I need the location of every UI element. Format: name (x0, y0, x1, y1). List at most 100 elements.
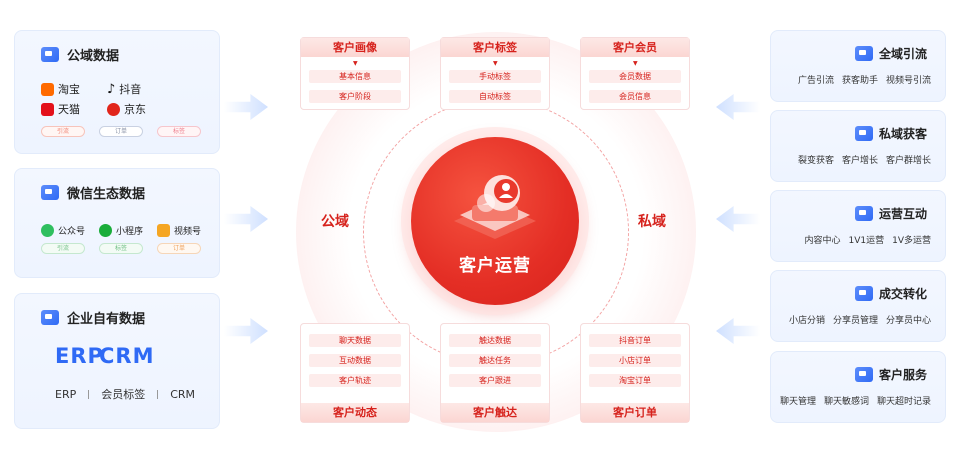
enterprise-item: 会员标签 (101, 388, 146, 401)
erp-logo: ERP (55, 344, 104, 368)
card-operation-interaction: 运营互动 内容中心 1V1运营 1V多运营 (770, 190, 946, 262)
card-sub-item: 客户增长 (841, 156, 878, 166)
tag: 订单 (99, 126, 143, 137)
item-label: 公众号 (58, 227, 86, 237)
box-item: 客户跟进 (449, 374, 541, 387)
brand-label: 抖音 (119, 83, 142, 96)
card-customer-service: 客户服务 聊天管理 聊天敏感词 聊天超时记录 (770, 351, 946, 423)
bag-icon (855, 286, 873, 301)
arrow-right-icon (224, 206, 268, 232)
user-3d-icon (454, 175, 536, 239)
box-item: 基本信息 (309, 70, 401, 83)
wechat-data-header: 微信生态数据 (41, 183, 145, 202)
box-item: 抖音订单 (589, 334, 681, 347)
card-sub-item: 获客助手 (841, 76, 878, 86)
card-title: 运营互动 (879, 207, 928, 221)
item-label: 小程序 (116, 227, 144, 237)
card-sub-item: 聊天管理 (779, 397, 816, 407)
taobao-icon (41, 82, 54, 96)
chat-icon (855, 367, 873, 382)
wechat-item-official: 公众号 (41, 224, 85, 237)
douyin-icon: ♪ (107, 81, 116, 97)
brand-label: 淘宝 (58, 83, 80, 96)
card-sub-item: 1V多运营 (892, 236, 931, 246)
chart-icon (855, 46, 873, 61)
card-title: 企业自有数据 (67, 312, 146, 327)
card-deal-conversion: 成交转化 小店分销 分享员管理 分享员中心 (770, 270, 946, 342)
divider (88, 389, 90, 399)
wechat-item-channels: 视频号 (157, 224, 201, 237)
arrow-right-icon (224, 94, 268, 120)
box-item: 小店订单 (589, 354, 681, 367)
triangle-down-icon: ▼ (493, 60, 498, 67)
divider (157, 389, 159, 399)
tag: 订单 (157, 243, 201, 254)
box-item: 客户轨迹 (309, 374, 401, 387)
brand-tmall: 天猫 (41, 101, 80, 117)
card-sub-item: 聊天敏感词 (823, 397, 869, 407)
box-customer-orders: 抖音订单 小店订单 淘宝订单 客户订单 (580, 323, 690, 423)
box-item: 会员数据 (589, 70, 681, 83)
box-customer-tags: 客户标签 ▼ 手动标签 自动标签 (440, 37, 550, 110)
card-private-acquisition: 私域获客 裂变获客 客户增长 客户群增长 (770, 110, 946, 182)
tmall-icon (41, 102, 54, 116)
enterprise-data-header: 企业自有数据 (41, 308, 145, 327)
box-item: 触达数据 (449, 334, 541, 347)
card-sub-item: 分享员管理 (832, 316, 878, 326)
tag: 标签 (99, 243, 143, 254)
enterprise-item: ERP (55, 387, 77, 401)
card-title: 私域获客 (879, 127, 928, 141)
box-item: 淘宝订单 (589, 374, 681, 387)
box-title: 客户动态 (301, 403, 409, 422)
public-data-header: 公域数据 (41, 45, 119, 64)
channels-icon (157, 224, 170, 237)
card-sub-item: 客户群增长 (885, 156, 931, 166)
box-item: 自动标签 (449, 90, 541, 103)
box-item: 会员信息 (589, 90, 681, 103)
brand-label: 天猫 (58, 103, 80, 116)
box-title: 客户订单 (581, 403, 689, 422)
card-title: 微信生态数据 (67, 187, 146, 202)
crm-logo: CRM (99, 344, 155, 368)
tag: 标签 (157, 126, 201, 137)
box-item: 触达任务 (449, 354, 541, 367)
box-title: 客户标签 (441, 38, 549, 57)
card-sub-item: 广告引流 (797, 76, 834, 86)
card-title: 全域引流 (879, 47, 928, 61)
wechat-item-miniapp: 小程序 (99, 224, 143, 237)
private-domain-label: 私域 (638, 214, 666, 230)
card-sub-item: 内容中心 (804, 236, 841, 246)
box-customer-profile: 客户画像 ▼ 基本信息 客户阶段 (300, 37, 410, 110)
enterprise-item: CRM (170, 387, 196, 401)
box-title: 客户触达 (441, 403, 549, 422)
card-full-domain-traffic: 全域引流 广告引流 获客助手 视频号引流 (770, 30, 946, 102)
box-title: 客户会员 (581, 38, 689, 57)
person-icon (41, 185, 59, 200)
box-customer-reach: 触达数据 触达任务 客户跟进 客户触达 (440, 323, 550, 423)
brand-jd: 京东 (107, 101, 146, 117)
card-sub-item: 聊天超时记录 (876, 397, 931, 407)
core-title: 客户运营 (459, 256, 531, 276)
tag: 引流 (41, 243, 85, 254)
box-item: 手动标签 (449, 70, 541, 83)
arrow-left-icon (716, 94, 760, 120)
box-item: 聊天数据 (309, 334, 401, 347)
arrow-right-icon (224, 318, 268, 344)
box-customer-dynamics: 聊天数据 互动数据 客户轨迹 客户动态 (300, 323, 410, 423)
arrow-left-icon (716, 318, 760, 344)
monitor-icon (41, 310, 59, 325)
triangle-down-icon: ▼ (633, 60, 638, 67)
card-sub-item: 裂变获客 (797, 156, 834, 166)
public-domain-label: 公域 (321, 214, 349, 230)
tag: 引流 (41, 126, 85, 137)
wechat-data-card: 微信生态数据 公众号 小程序 视频号 引流 标签 订单 (14, 168, 220, 278)
arrow-left-icon (716, 206, 760, 232)
users-icon (855, 126, 873, 141)
official-account-icon (41, 224, 54, 237)
box-title: 客户画像 (301, 38, 409, 57)
item-label: 视频号 (174, 227, 202, 237)
card-title: 成交转化 (879, 287, 928, 301)
brand-label: 京东 (124, 103, 146, 116)
triangle-down-icon: ▼ (353, 60, 358, 67)
monitor-icon (41, 47, 59, 62)
